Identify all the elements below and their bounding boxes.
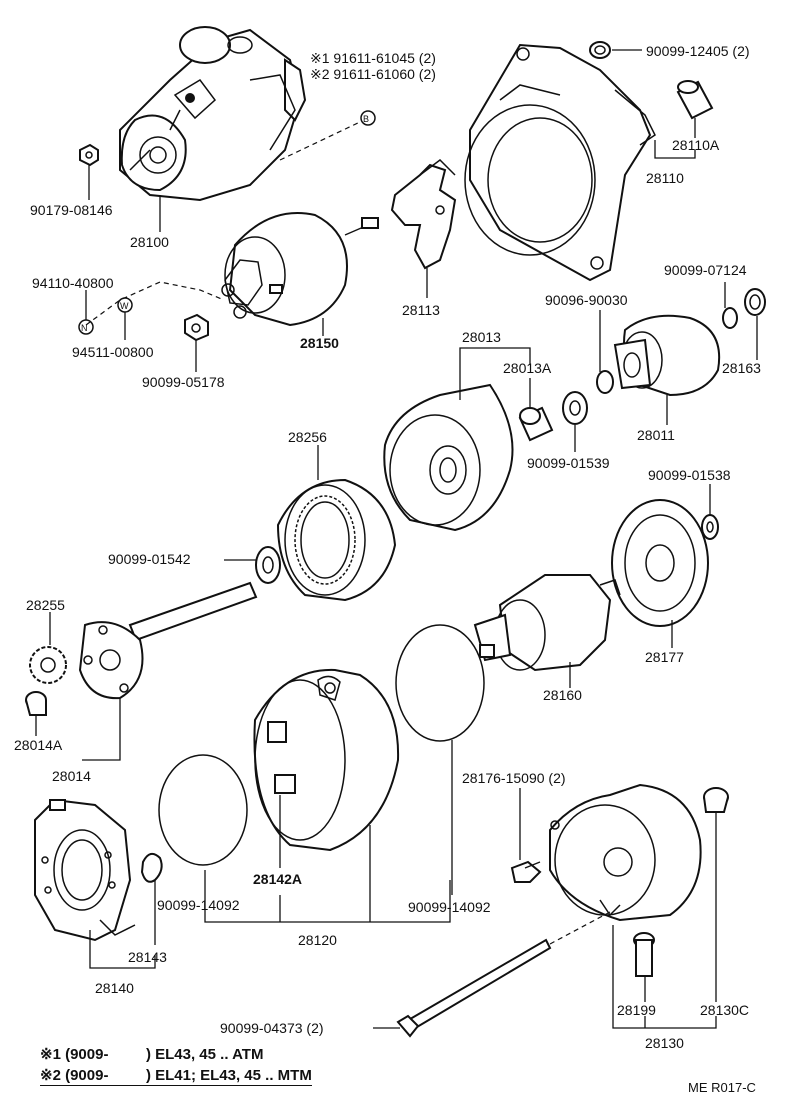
oring-90099-14092-right <box>395 624 485 742</box>
callout-94511-00800: 94511-00800 <box>72 344 154 360</box>
footnote-2: ※2 (9009- ) EL41; EL43, 45 .. MTM <box>40 1067 312 1086</box>
brush-holder <box>34 798 136 942</box>
callout-94110-40800: 94110-40800 <box>32 275 114 291</box>
washer-90099-01538 <box>701 514 719 540</box>
callout-90099-04373: 90099-04373 (2) <box>220 1020 324 1036</box>
callout-191611: ※1 91611-61045 (2) <box>310 50 436 66</box>
callout-28014: 28014 <box>52 768 91 784</box>
marker-n: N <box>81 323 88 333</box>
callout-28256: 28256 <box>288 429 327 445</box>
internal-gear <box>276 478 397 602</box>
washer-90099-07124 <box>722 307 738 329</box>
callout-28013: 28013 <box>462 329 501 345</box>
callout-28113: 28113 <box>402 302 440 318</box>
callout-90099-14092-left: 90099-14092 <box>157 897 240 913</box>
callout-28160: 28160 <box>543 687 582 703</box>
footnote-1: ※1 (9009- ) EL43, 45 .. ATM <box>40 1046 264 1063</box>
through-bolt-90099-04373 <box>396 938 552 1038</box>
bushing-28014A <box>25 691 47 716</box>
callout-28130: 28130 <box>645 1035 684 1051</box>
pinion-gear-28255 <box>29 646 67 684</box>
callout-28013A: 28013A <box>503 360 552 376</box>
planetary-shaft <box>78 581 258 700</box>
callout-291611: ※2 91611-61060 (2) <box>310 66 436 82</box>
snap-ring-90096-90030 <box>596 370 614 394</box>
nut-90099-05178 <box>184 313 209 342</box>
washer-90099-01542 <box>255 546 281 584</box>
callout-28014A: 28014A <box>14 737 63 753</box>
callout-28199: 28199 <box>617 1002 656 1018</box>
bushing-28163 <box>744 288 766 316</box>
callout-90179-08146: 90179-08146 <box>30 202 113 218</box>
callout-90099-01538: 90099-01538 <box>648 467 731 483</box>
solenoid <box>221 212 379 327</box>
bearing-28013A <box>518 406 554 442</box>
end-frame <box>549 783 702 922</box>
callout-28163: 28163 <box>722 360 761 376</box>
drive-housing <box>464 43 656 282</box>
drive-lever <box>390 159 457 270</box>
bushing-28130C <box>703 787 729 813</box>
callout-90099-14092-right: 90099-14092 <box>408 899 491 915</box>
screw-28176-15090 <box>510 860 542 883</box>
callout-90099-05178: 90099-05178 <box>142 374 225 390</box>
oring-90099-14092-left <box>158 754 248 866</box>
callout-90096-90030: 90096-90030 <box>545 292 628 308</box>
bushing-90099-12405 <box>589 41 611 59</box>
field-frame <box>253 668 400 852</box>
pinion-yoke <box>383 383 514 532</box>
callout-90099-07124: 90099-07124 <box>664 262 747 278</box>
callout-28177: 28177 <box>645 649 684 665</box>
callout-28110A: 28110A <box>672 137 720 153</box>
callout-28100: 28100 <box>130 234 169 250</box>
callout-90099-12405: 90099-12405 (2) <box>646 43 750 59</box>
brush-spring-28143 <box>140 852 163 883</box>
bolt-28199 <box>633 932 655 977</box>
nut-90179-08146 <box>79 143 99 167</box>
starter-clutch <box>613 314 721 397</box>
bushing-28110A <box>676 80 714 120</box>
diagram-code: ME R017-C <box>688 1080 756 1095</box>
callout-28110: 28110 <box>646 170 684 186</box>
callout-28150: 28150 <box>300 335 339 351</box>
washer-90099-01539 <box>562 391 588 425</box>
callout-90099-01542: 90099-01542 <box>108 551 191 567</box>
callout-28130C: 28130C <box>700 1002 749 1018</box>
plate-28177 <box>611 499 709 627</box>
marker-w: W <box>120 301 129 311</box>
starter-assembly <box>119 26 307 202</box>
callout-28255: 28255 <box>26 597 65 613</box>
callout-28011: 28011 <box>637 427 675 443</box>
armature <box>473 574 621 672</box>
callout-28176-15090: 28176-15090 (2) <box>462 770 566 786</box>
callout-28142A: 28142A <box>253 871 302 887</box>
callout-28143: 28143 <box>128 949 167 965</box>
callout-28120: 28120 <box>298 932 337 948</box>
marker-b: B <box>363 114 369 124</box>
callout-90099-01539: 90099-01539 <box>527 455 610 471</box>
callout-28140: 28140 <box>95 980 134 996</box>
